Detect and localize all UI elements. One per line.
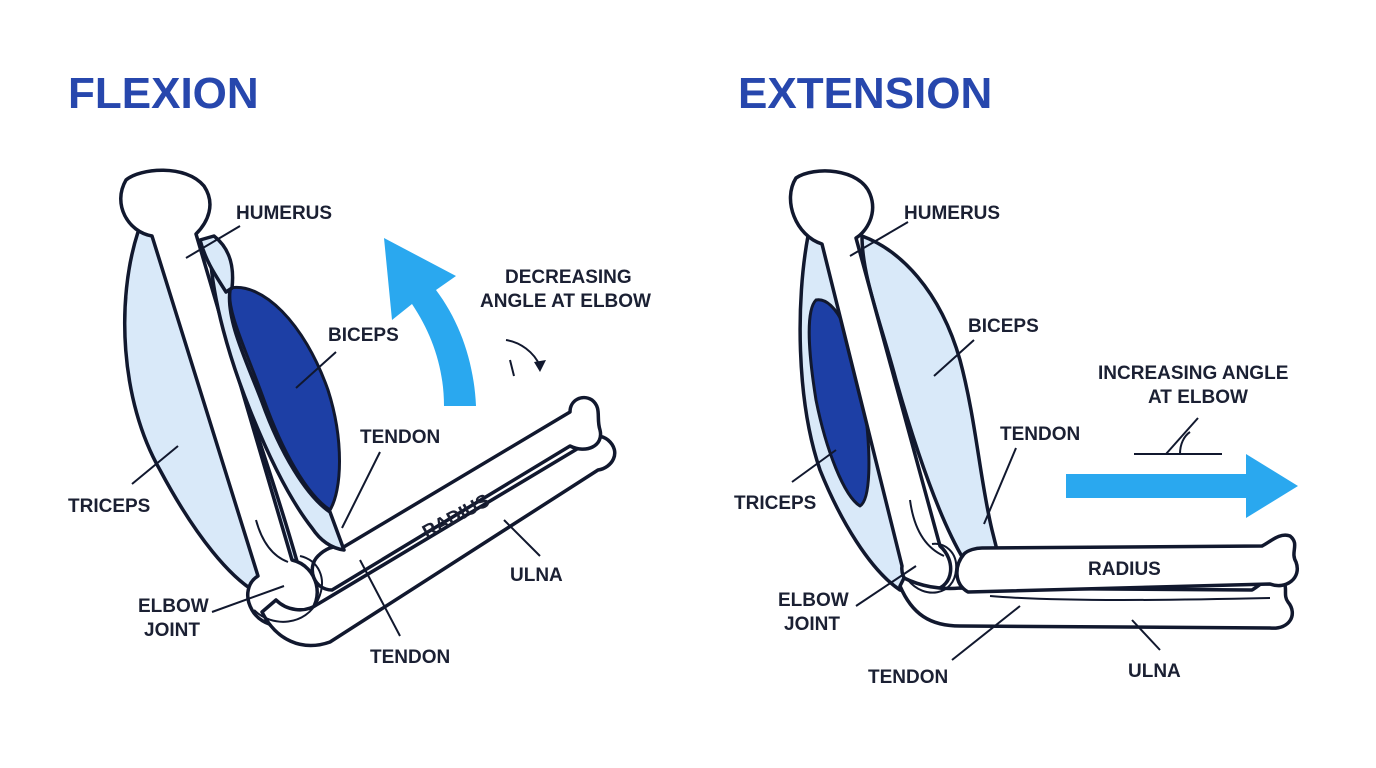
extension-elbow-label-2: JOINT (784, 614, 840, 635)
extension-angle-arc (1179, 431, 1191, 455)
extension-radius (955, 533, 1300, 594)
flexion-biceps-leader (295, 351, 337, 389)
flexion-elbow-label-2: JOINT (144, 620, 200, 641)
flexion-elbow-joint-outline (253, 555, 323, 623)
extension-humerus-label: HUMERUS (904, 203, 1000, 224)
flexion-panel: FLEXION HUMERUS BICEPS (68, 69, 651, 668)
extension-tendon-upper-label: TENDON (1000, 424, 1080, 445)
extension-biceps-label: BICEPS (968, 316, 1039, 337)
extension-elbow-label-1: ELBOW (778, 590, 849, 611)
flexion-title: FLEXION (68, 69, 259, 118)
extension-arrow-icon (1066, 454, 1298, 518)
extension-panel: EXTENSION HUMERUS BICEPS TEN (734, 69, 1300, 688)
flexion-triceps-leader (131, 445, 179, 485)
extension-humerus-leader (849, 221, 909, 257)
flexion-tendon-upper-leader (341, 451, 381, 529)
extension-tendon-lower-leader (951, 605, 1021, 661)
extension-ulna-label: ULNA (1128, 661, 1181, 682)
flexion-arrow-icon (384, 238, 476, 406)
extension-elbow-leader (855, 565, 917, 607)
extension-angle-note-2: AT ELBOW (1148, 387, 1248, 408)
flexion-biceps-label: BICEPS (328, 325, 399, 346)
flexion-elbow-label-1: ELBOW (138, 596, 209, 617)
flexion-triceps-label: TRICEPS (68, 496, 150, 517)
flexion-tendon-lower-label: TENDON (370, 647, 450, 668)
flexion-angle-note-2: ANGLE AT ELBOW (480, 291, 651, 312)
flexion-elbow-crease (255, 519, 289, 563)
extension-angle-note-1: INCREASING ANGLE (1098, 363, 1288, 384)
flexion-biceps-upper-tendon (198, 234, 235, 294)
extension-triceps-leader (791, 449, 837, 483)
flexion-ulna-leader (503, 519, 541, 557)
flexion-angle-arrowhead (534, 360, 546, 372)
flexion-ulna (260, 434, 617, 648)
extension-forearm-inner-line (989, 595, 1271, 601)
flexion-elbow-leader (211, 585, 285, 613)
flexion-tendon-upper-label: TENDON (360, 427, 440, 448)
extension-tendon-upper-leader (983, 447, 1017, 525)
extension-angle-ray (1165, 417, 1199, 455)
extension-tendon-lower-label: TENDON (868, 667, 948, 688)
extension-ulna-leader (1131, 619, 1161, 651)
extension-biceps-leader (933, 339, 975, 377)
flexion-humerus-label: HUMERUS (236, 203, 332, 224)
extension-radius-label: RADIUS (1088, 559, 1161, 580)
extension-triceps-label: TRICEPS (734, 493, 816, 514)
extension-humerus (788, 169, 953, 593)
extension-title: EXTENSION (738, 69, 992, 118)
flexion-tendon-lower-leader (359, 559, 401, 637)
flexion-angle-note-1: DECREASING (505, 267, 632, 288)
extension-elbow-crease (909, 499, 945, 557)
flexion-ulna-label: ULNA (510, 565, 563, 586)
flexion-humerus-leader (185, 225, 241, 259)
flexion-angle-indicator-tick (509, 359, 515, 377)
extension-elbow-joint-outline (907, 542, 958, 594)
